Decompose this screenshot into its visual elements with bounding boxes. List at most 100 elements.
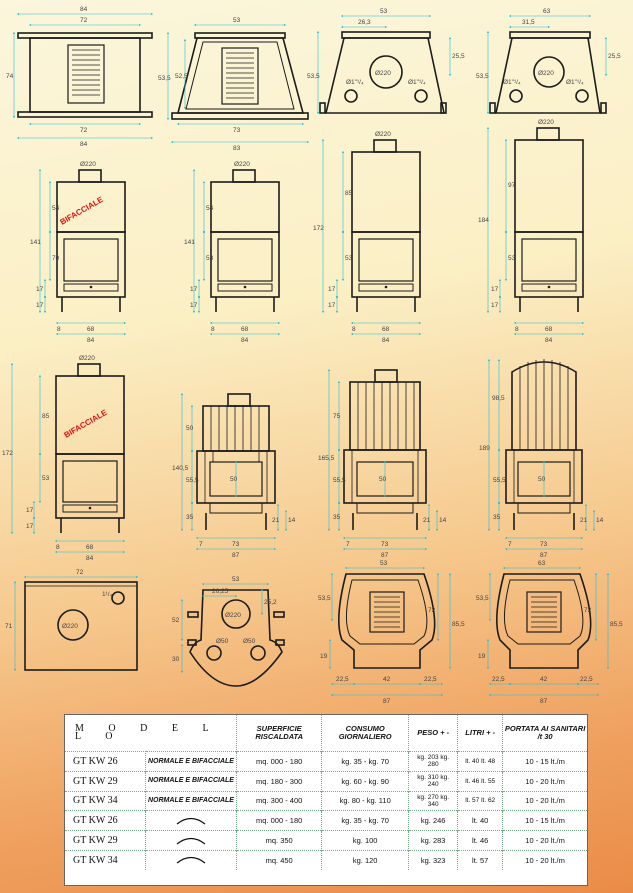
dim-r4d3-hc: 85,5 [452, 621, 465, 628]
dim-r4d2-w: 53 [232, 576, 240, 583]
dim-r3d1-htot: 172 [2, 450, 13, 457]
spec-table: M O D E L L O SUPERFICIE RISCALDATA CONS… [64, 714, 588, 886]
header-portata: PORTATA AI SANITARI /t 30 [504, 724, 586, 741]
cell-superficie: mq. 000 - 180 [236, 751, 323, 772]
dim-r4d3-w: 53 [380, 560, 388, 567]
arch-icon [176, 837, 206, 845]
dim-r3d2-hlow: 35 [186, 514, 194, 521]
label-bifacciale-r2: BIFACCIALE [59, 195, 106, 227]
dim-r3d3-win: 73 [381, 541, 389, 548]
dim-r4d3-hb: 72 [428, 607, 436, 614]
dim-r4d3-mid: 42 [383, 676, 391, 683]
dim-r4d4-ha: 53,5 [476, 595, 489, 602]
dim-r1d4-half: 31,5 [522, 19, 535, 26]
dim-r3d4-htop: 98,5 [492, 395, 505, 402]
dim-r2d2-htop: 54 [206, 205, 214, 212]
table-row: GT KW 26 mq. 000 - 180 kg. 35 - kg. 70 k… [65, 810, 587, 831]
dim-r1d2-wbase: 83 [233, 145, 241, 152]
cell-portata: 10 - 20 lt./m [502, 830, 587, 851]
dim-r2d1-win: 68 [87, 326, 95, 333]
drawing-r3-d4: 189 98,5 55,5 35 50 21 14 7 73 87 [479, 358, 604, 559]
cell-superficie: mq. 180 - 300 [236, 770, 323, 792]
drawing-r1-d2: 53 53,5 52,5 73 83 [158, 17, 310, 152]
drawing-r4-d2: 53 26,25 25,2 52 30 Ø220 Ø50 Ø50 [172, 576, 285, 687]
dim-r3d1-flue: Ø220 [79, 355, 95, 362]
dim-r2d1-ha: 17 [36, 286, 44, 293]
dim-r2d2-leg: 8 [211, 326, 215, 333]
cell-superficie: mq. 450 [236, 849, 323, 870]
dim-r3d1-ha: 17 [26, 507, 34, 514]
cell-type-arch [145, 810, 238, 831]
dim-r1d1-wtop: 84 [80, 6, 88, 13]
drawing-r4-d4: 63 53,5 72 85,5 19 22,5 42 22,5 87 [476, 560, 623, 705]
dim-r2d2-htot: 141 [184, 239, 195, 246]
dim-r3d3-htop: 75 [333, 413, 341, 420]
table-row: GT KW 29 mq. 350 kg. 100 kg. 283 lt. 46 … [65, 830, 587, 851]
dim-r2d3-win: 68 [382, 326, 390, 333]
dim-r3d4-hmid: 55,5 [493, 477, 506, 484]
dim-r1d2-wbot: 73 [233, 127, 241, 134]
dim-r3d3-hlow: 35 [333, 514, 341, 521]
cell-model: GT KW 34 [65, 790, 146, 811]
arch-icon [176, 857, 206, 864]
dim-r2d3-leg: 8 [352, 326, 356, 333]
dim-r4d1-w: 72 [76, 569, 84, 576]
dim-r1d3-flue: Ø220 [375, 70, 391, 77]
dim-r4d2-b: 25,2 [264, 599, 277, 606]
cell-consumo: kg. 120 [321, 849, 410, 870]
cell-model: GT KW 29 [65, 830, 146, 851]
label-bifacciale-r3: BIFACCIALE [63, 408, 110, 440]
dim-r4d2-a: 26,25 [212, 588, 229, 595]
spec-header-row: M O D E L L O SUPERFICIE RISCALDATA CONS… [65, 715, 587, 752]
dim-r3d4-win: 73 [540, 541, 548, 548]
cell-litri: lt. 46 lt. 55 [457, 770, 504, 792]
drawing-r3-d1: BIFACCIALE Ø220 172 85 53 17 17 8 68 84 [2, 355, 126, 562]
dim-r1d3-port-l: Ø1"¹/₄ [346, 79, 364, 86]
cell-superficie: mq. 300 - 400 [236, 790, 323, 811]
dim-r2d2-win: 68 [241, 326, 249, 333]
dim-r3d3-inner: 50 [379, 476, 387, 483]
dim-r2d3-ha: 17 [328, 286, 336, 293]
dim-r3d4-leg: 7 [508, 541, 512, 548]
dim-r2d4-flue: Ø220 [538, 119, 554, 126]
dim-r3d3-r1: 21 [423, 517, 431, 524]
drawing-r1-d4: 63 31,5 53,5 25,5 Ø220 Ø1"¹/₄ Ø1"¹/₄ [476, 8, 621, 115]
header-peso: PESO + - [408, 715, 459, 752]
dim-r4d1-h: 71 [5, 623, 13, 630]
dim-r4d2-d: 30 [172, 656, 180, 663]
header-litri: LITRI + - [457, 715, 504, 752]
dim-r2d1-flue: Ø220 [80, 161, 96, 168]
dim-r4d2-p2: Ø50 [243, 638, 256, 645]
cell-litri: lt. 40 [457, 810, 504, 831]
dim-r3d3-hmid: 55,5 [333, 477, 346, 484]
cell-peso: kg. 310 kg. 240 [408, 770, 459, 792]
cell-peso: kg. 246 [408, 810, 459, 831]
dim-r2d2-w: 84 [241, 337, 249, 344]
cell-peso: kg. 203 kg. 280 [408, 751, 459, 772]
dim-r1d3-port-r: Ø1"¹/₄ [408, 79, 426, 86]
dim-r3d3-leg: 7 [346, 541, 350, 548]
dim-r3d1-w: 84 [86, 555, 94, 562]
dim-r2d3-htot: 172 [313, 225, 324, 232]
arch-icon [176, 817, 206, 825]
dim-r1d4-port-l: Ø1"¹/₄ [503, 79, 521, 86]
dim-r4d4-s1: 22,5 [492, 676, 505, 683]
dim-r2d1-htop: 54 [52, 205, 60, 212]
dim-r2d4-ha: 17 [491, 286, 499, 293]
cell-portata: 10 - 20 lt./m [502, 790, 587, 811]
dim-r3d3-r2: 14 [439, 517, 447, 524]
dim-r3d4-hlow: 35 [493, 514, 501, 521]
table-row: GT KW 34 NORMALE E BIFACCIALE mq. 300 - … [65, 790, 587, 811]
cell-portata: 10 - 20 lt./m [502, 770, 587, 792]
dim-r2d3-flue: Ø220 [375, 131, 391, 138]
header-superficie: SUPERFICIE RISCALDATA [236, 715, 323, 752]
dim-r1d4-port-r: Ø1"¹/₄ [566, 79, 584, 86]
cell-consumo: kg. 80 - kg. 110 [321, 790, 410, 811]
dim-r2d3-htop: 85 [345, 190, 353, 197]
dim-r4d3-hd: 19 [320, 653, 328, 660]
cell-superficie: mq. 350 [236, 830, 323, 851]
drawing-r3-d3: 165,5 75 55,5 35 50 21 14 7 73 87 [318, 368, 447, 559]
dim-r4d4-hc: 85,5 [610, 621, 623, 628]
drawing-r2-d2: Ø220 141 54 53 17 17 8 68 84 [184, 161, 281, 344]
cell-portata: 10 - 20 lt./m [502, 849, 587, 870]
